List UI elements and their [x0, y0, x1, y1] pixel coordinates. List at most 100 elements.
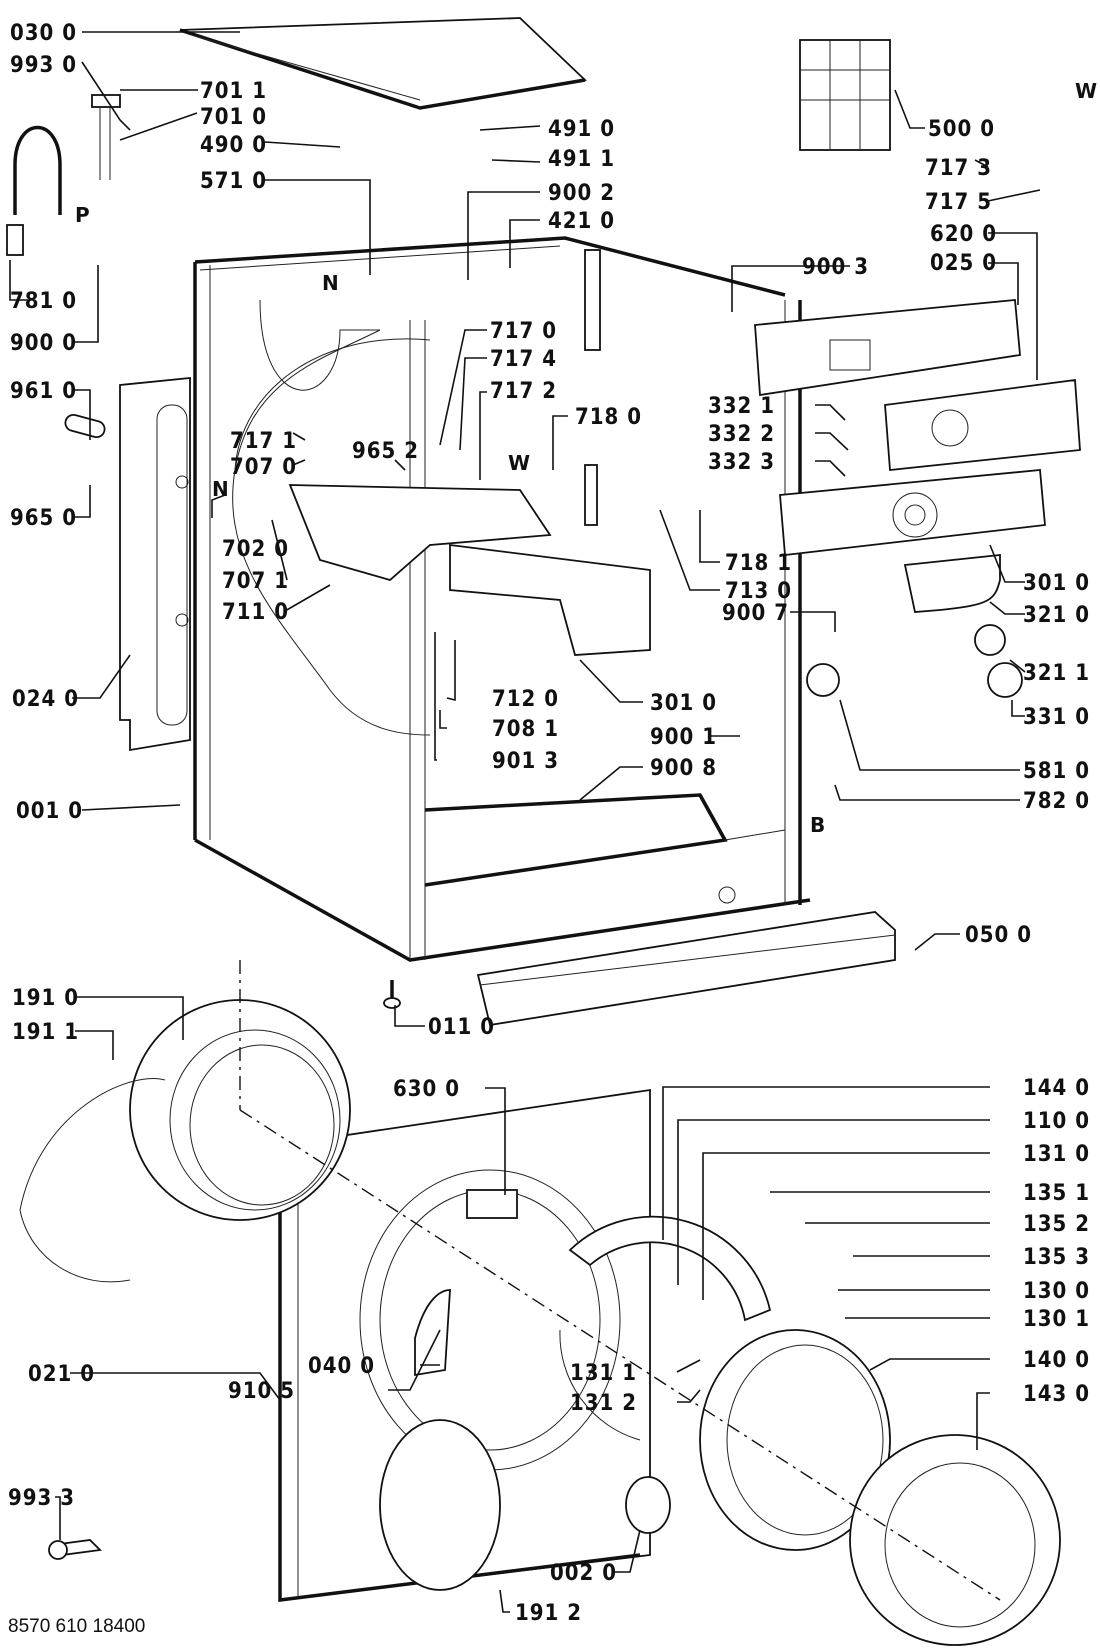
- part-label-965-0: 965 0: [10, 506, 77, 531]
- part-label-910-5: 910 5: [228, 1379, 295, 1404]
- part-label-900-7: 900 7: [722, 601, 789, 626]
- part-label-001-0: 001 0: [16, 799, 83, 824]
- leader-lines: [9, 31, 1041, 1613]
- part-label-993-0: 993 0: [10, 53, 77, 78]
- part-label-900-0: 900 0: [10, 331, 77, 356]
- part-label-782-0: 782 0: [1023, 789, 1090, 814]
- part-label-718-1: 718 1: [725, 551, 792, 576]
- part-label-900-1: 900 1: [650, 725, 717, 750]
- part-label-781-0: 781 0: [10, 289, 77, 314]
- adjustable-foot-part: [383, 980, 401, 1009]
- door-axis-line-2: [239, 1109, 1001, 1601]
- part-label-718-0: 718 0: [575, 405, 642, 430]
- part-label-701-0: 701 0: [200, 105, 267, 130]
- dispenser-housing-part: [288, 484, 651, 656]
- part-label-332-1: 332 1: [708, 394, 775, 419]
- part-label-011-0: 011 0: [428, 1015, 495, 1040]
- part-label-900-3: 900 3: [802, 255, 869, 280]
- marker-n-valve: N: [322, 271, 339, 295]
- part-label-717-4: 717 4: [490, 347, 557, 372]
- door-lock-part: [466, 1189, 518, 1219]
- door-handle-part: [414, 1289, 451, 1377]
- side-panel-part: [119, 377, 191, 752]
- part-label-025-0: 025 0: [930, 251, 997, 276]
- part-label-131-0: 131 0: [1023, 1142, 1090, 1167]
- document-number: 8570 610 18400: [8, 1616, 145, 1637]
- inlet-hose-part: [91, 94, 121, 180]
- part-label-581-0: 581 0: [1023, 759, 1090, 784]
- part-label-900-8: 900 8: [650, 756, 717, 781]
- door-hinge-part: [559, 1215, 772, 1441]
- door-glass-part: [699, 1329, 891, 1551]
- part-label-717-1: 717 1: [230, 429, 297, 454]
- part-label-331-0: 331 0: [1023, 705, 1090, 730]
- part-label-040-0: 040 0: [308, 1354, 375, 1379]
- control-fascia-part: [779, 469, 1046, 557]
- part-label-491-0: 491 0: [548, 117, 615, 142]
- part-label-491-1: 491 1: [548, 147, 615, 172]
- part-label-135-2: 135 2: [1023, 1212, 1090, 1237]
- part-label-993-3: 993 3: [8, 1486, 75, 1511]
- part-label-708-1: 708 1: [492, 717, 559, 742]
- part-label-701-1: 701 1: [200, 79, 267, 104]
- part-label-131-2: 131 2: [570, 1391, 637, 1416]
- front-panel-part: [278, 1088, 651, 1602]
- part-label-135-1: 135 1: [1023, 1181, 1090, 1206]
- part-label-707-0: 707 0: [230, 455, 297, 480]
- drain-hose-part: [6, 125, 62, 256]
- part-label-965-2: 965 2: [352, 439, 419, 464]
- part-label-050-0: 050 0: [965, 923, 1032, 948]
- part-label-900-2: 900 2: [548, 181, 615, 206]
- part-label-321-0: 321 0: [1023, 603, 1090, 628]
- marker-w-dispenser: W: [508, 451, 530, 475]
- part-label-702-0: 702 0: [222, 537, 289, 562]
- part-label-143-0: 143 0: [1023, 1382, 1090, 1407]
- pressure-switch-part: [806, 663, 840, 697]
- part-label-021-0: 021 0: [28, 1362, 95, 1387]
- part-labels: 030 0 993 0 701 1 701 0 490 0 571 0 491 …: [8, 21, 1097, 1637]
- plinth-part: [476, 911, 896, 1027]
- marker-w-top: W: [1075, 79, 1097, 103]
- pcb-housing-part: [884, 378, 1081, 471]
- fascia-overlay-part: [903, 554, 1001, 613]
- part-label-717-3: 717 3: [925, 156, 992, 181]
- electronic-module-part: [799, 39, 891, 151]
- door-inner-glass-part: [379, 1419, 501, 1591]
- part-label-332-2: 332 2: [708, 422, 775, 447]
- part-label-030-0: 030 0: [10, 21, 77, 46]
- part-label-301-0-a: 301 0: [650, 691, 717, 716]
- part-label-711-0: 711 0: [222, 600, 289, 625]
- part-label-901-3: 901 3: [492, 749, 559, 774]
- marker-n-dispenser: N: [212, 477, 229, 501]
- part-label-130-0: 130 0: [1023, 1279, 1090, 1304]
- top-lid-part: [179, 17, 587, 110]
- part-label-490-0: 490 0: [200, 133, 267, 158]
- shock-absorber-part: [64, 413, 106, 439]
- part-label-332-3: 332 3: [708, 450, 775, 475]
- part-label-140-0: 140 0: [1023, 1348, 1090, 1373]
- spanner-part: [48, 1539, 102, 1560]
- part-label-717-0: 717 0: [490, 319, 557, 344]
- part-label-500-0: 500 0: [928, 117, 995, 142]
- part-label-421-0: 421 0: [548, 209, 615, 234]
- part-label-002-0: 002 0: [550, 1561, 617, 1586]
- marker-b: B: [810, 813, 825, 837]
- part-label-707-1: 707 1: [222, 569, 289, 594]
- part-label-717-5: 717 5: [925, 190, 992, 215]
- part-label-191-1: 191 1: [12, 1020, 79, 1045]
- marker-p-hose: P: [75, 203, 90, 227]
- part-label-024-0: 024 0: [12, 687, 79, 712]
- part-label-961-0: 961 0: [10, 379, 77, 404]
- part-label-321-1: 321 1: [1023, 661, 1090, 686]
- part-label-135-3: 135 3: [1023, 1245, 1090, 1270]
- part-label-191-0: 191 0: [12, 986, 79, 1011]
- pcb-board-part: [754, 299, 1021, 397]
- part-label-620-0: 620 0: [930, 222, 997, 247]
- part-label-717-2: 717 2: [490, 379, 557, 404]
- door-outer-ring-part: [849, 1434, 1061, 1646]
- filter-cap-part: [625, 1476, 671, 1534]
- part-label-131-1: 131 1: [570, 1361, 637, 1386]
- part-label-712-0: 712 0: [492, 687, 559, 712]
- part-label-191-2: 191 2: [515, 1601, 582, 1626]
